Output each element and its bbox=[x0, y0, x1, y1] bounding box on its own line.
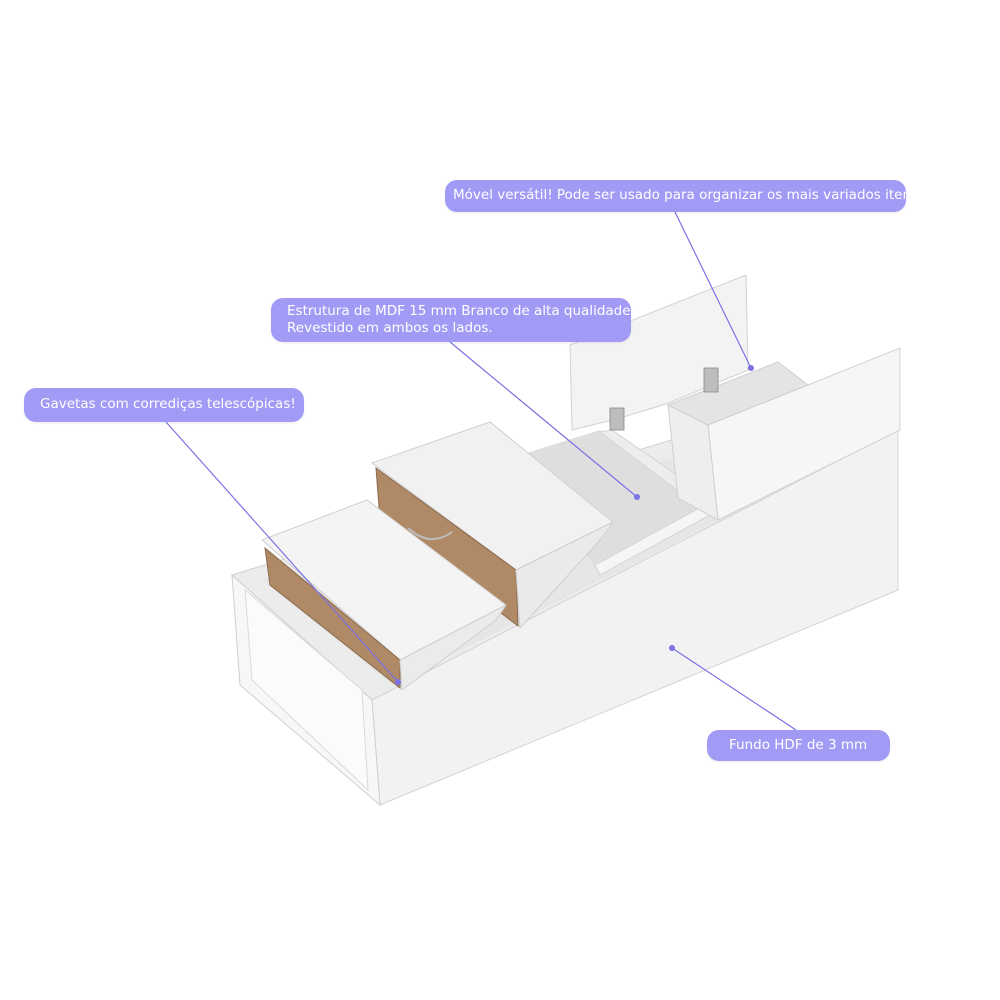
leader-drawers-dot bbox=[395, 679, 401, 685]
callout-hdf-text: Fundo HDF de 3 mm bbox=[729, 737, 868, 753]
leader-hdf-dot bbox=[669, 645, 675, 651]
leader-mdf bbox=[449, 341, 638, 498]
leader-versatile-dot bbox=[748, 365, 754, 371]
hinge-right bbox=[703, 367, 719, 393]
drawer-handle-cutout bbox=[407, 527, 453, 540]
inner-box-side bbox=[667, 404, 719, 521]
callout-telescopic-drawers: Gavetas com corrediças telescópicas! bbox=[24, 388, 304, 422]
callout-versatile-text: Móvel versátil! Pode ser usado para orga… bbox=[453, 187, 919, 203]
drawer-lower-front bbox=[399, 604, 507, 691]
leader-versatile bbox=[674, 211, 752, 369]
drawer-lower bbox=[261, 499, 507, 691]
hinge-left bbox=[609, 407, 625, 431]
callout-versatile-furniture: Móvel versátil! Pode ser usado para orga… bbox=[445, 180, 919, 212]
drawer-upper bbox=[370, 421, 614, 630]
callout-mdf-text-line1: Estrutura de MDF 15 mm Branco de alta qu… bbox=[287, 303, 635, 319]
base-inner-panel bbox=[244, 588, 369, 792]
callout-hdf-back: Fundo HDF de 3 mm bbox=[707, 730, 890, 761]
callout-mdf-structure: Estrutura de MDF 15 mm Branco de alta qu… bbox=[271, 298, 635, 342]
rear-compartment bbox=[520, 274, 901, 576]
hinged-lid bbox=[569, 274, 749, 431]
leader-drawers bbox=[165, 421, 399, 683]
callout-mdf-text-line2: Revestido em ambos os lados. bbox=[287, 320, 493, 336]
leader-hdf bbox=[671, 647, 797, 731]
drawer-lower-side bbox=[264, 546, 401, 690]
leader-mdf-dot bbox=[634, 494, 640, 500]
drawer-upper-side bbox=[375, 466, 519, 628]
callout-drawers-text: Gavetas com corrediças telescópicas! bbox=[40, 396, 296, 412]
leader-lines bbox=[165, 211, 797, 731]
drawer-upper-front bbox=[515, 521, 614, 630]
